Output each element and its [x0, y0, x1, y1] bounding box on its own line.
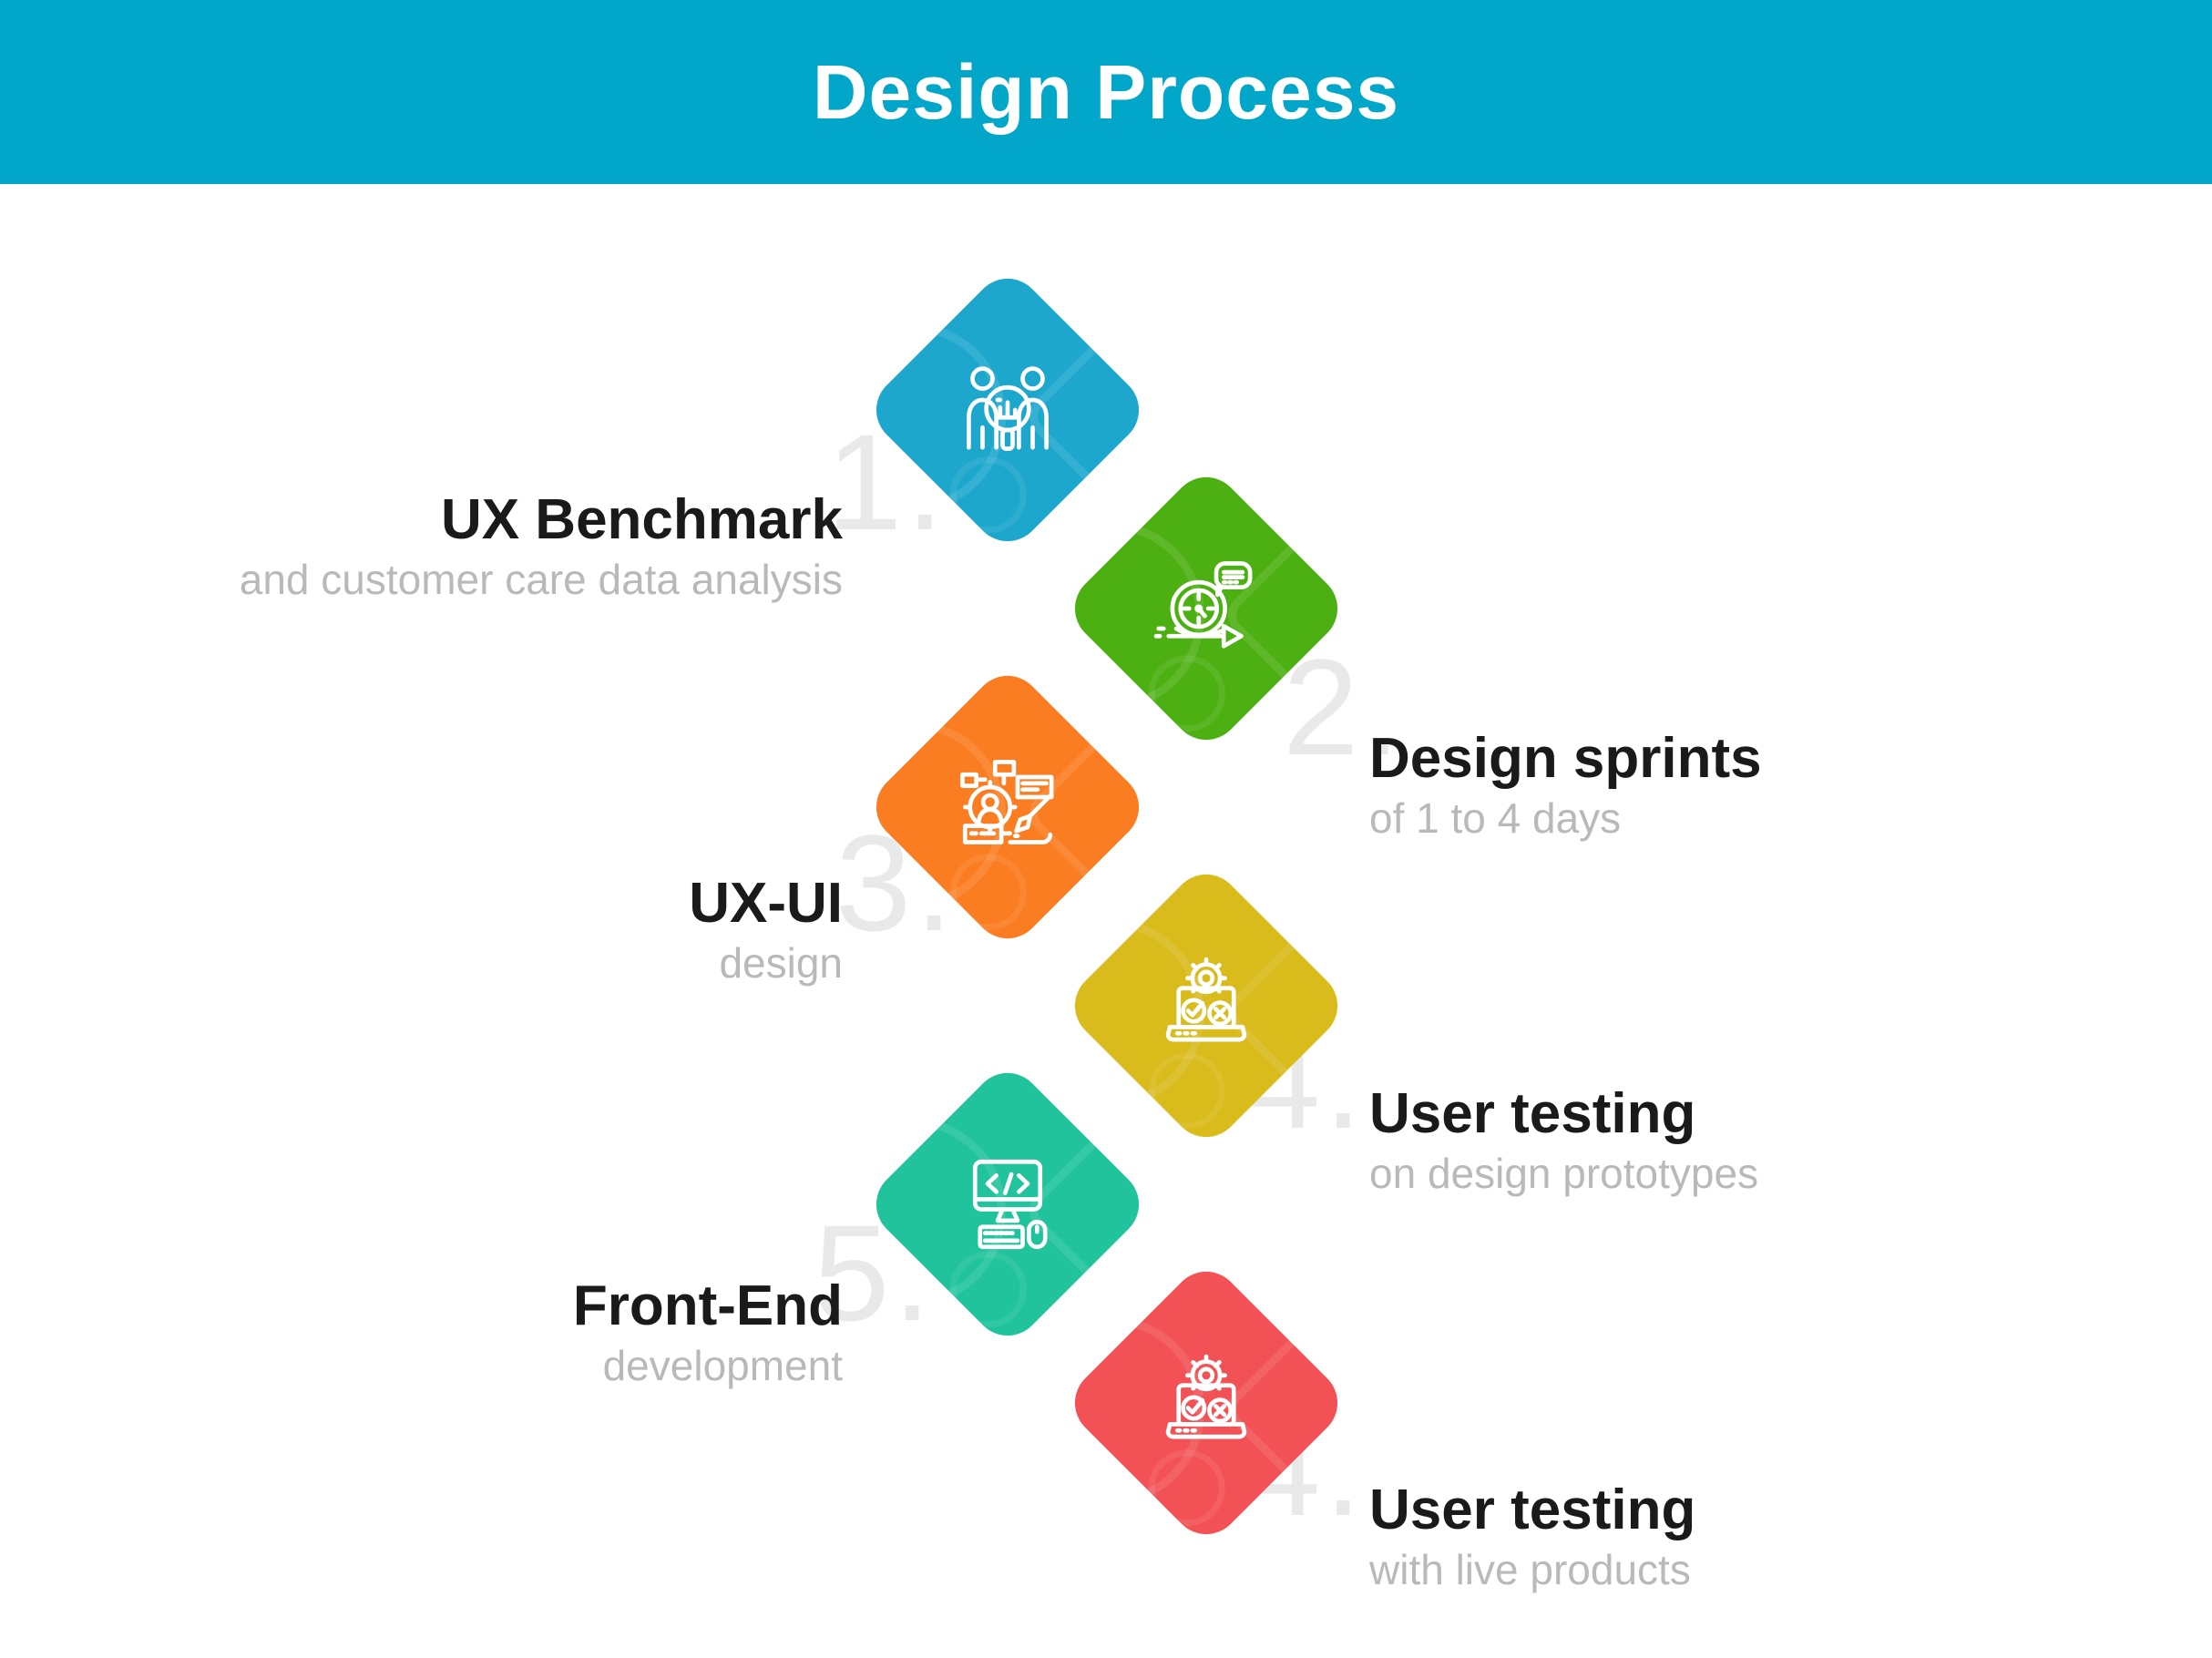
- step-subtitle: design: [719, 939, 843, 988]
- step-title: Front-End: [572, 1274, 843, 1337]
- step-title: Design sprints: [1369, 727, 1762, 790]
- page-title: Design Process: [812, 48, 1400, 135]
- sprint-stopwatch-icon: [1103, 506, 1309, 711]
- laptop-testing-icon: [1103, 903, 1309, 1109]
- step-diamond-5: [862, 1059, 1153, 1350]
- code-monitor-icon: [905, 1101, 1111, 1307]
- research-people-icon: [905, 307, 1111, 513]
- step-title: UX Benchmark: [440, 488, 843, 551]
- ux-wireframe-brush-icon: [905, 704, 1111, 910]
- step-label-4: User testing on design prototypes: [1369, 1081, 1758, 1199]
- step-title: User testing: [1369, 1479, 1696, 1541]
- step-title: UX-UI: [689, 872, 843, 935]
- step-label-3: UX-UI design: [689, 871, 843, 988]
- step-label-2: Design sprints of 1 to 4 days: [1369, 726, 1762, 844]
- step-label-5: Front-End development: [573, 1274, 843, 1391]
- step-subtitle: development: [602, 1342, 843, 1390]
- step-diamond-6: [1060, 1257, 1352, 1549]
- step-subtitle: on design prototypes: [1369, 1150, 1759, 1198]
- step-title: User testing: [1369, 1082, 1696, 1145]
- step-subtitle: of 1 to 4 days: [1369, 794, 1622, 843]
- laptop-testing-icon: [1103, 1300, 1309, 1506]
- step-diamond-4: [1060, 860, 1352, 1151]
- step-diamond-3: [862, 661, 1153, 953]
- step-subtitle: with live products: [1369, 1546, 1691, 1594]
- header-banner: Design Process: [0, 0, 2212, 184]
- step-diamond-1: [862, 264, 1153, 556]
- step-subtitle: and customer care data analysis: [239, 556, 843, 604]
- step-label-6: User testing with live products: [1369, 1478, 1695, 1595]
- step-label-1: UX Benchmark and customer care data anal…: [240, 487, 843, 605]
- step-diamond-2: [1060, 463, 1352, 754]
- step-number-2: 2.: [1283, 630, 1405, 783]
